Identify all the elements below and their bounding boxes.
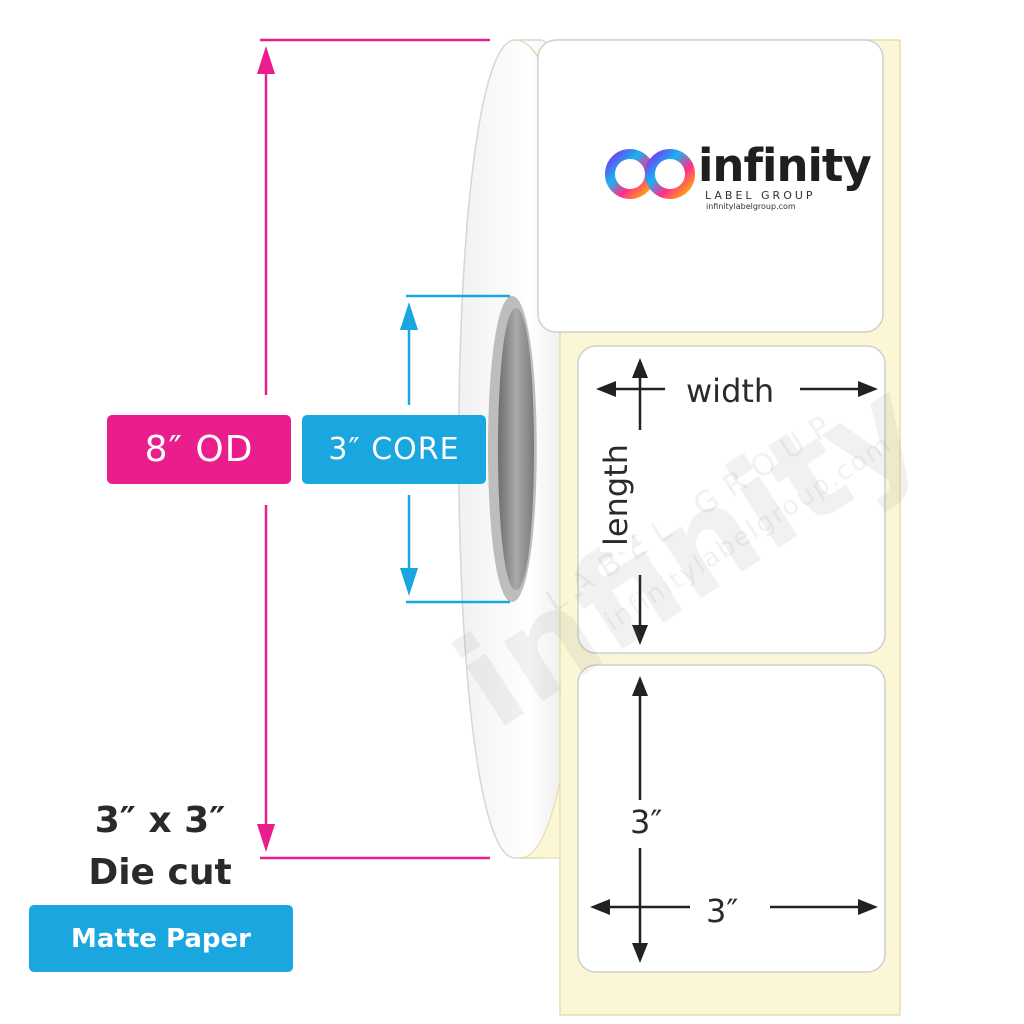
core-badge: 3″ CORE — [302, 415, 486, 484]
width-arrow-left — [596, 381, 616, 397]
bottom-length-arrow-up — [632, 676, 648, 696]
length-arrow-down — [632, 625, 648, 645]
die-cut-text: Die cut — [88, 852, 232, 893]
core-dimension — [400, 294, 510, 604]
od-dimension — [257, 38, 490, 860]
length-arrow-up — [632, 358, 648, 378]
label-size-text: 3″ x 3″ — [94, 800, 226, 841]
core-arrow-down — [400, 568, 418, 596]
width-label: width — [680, 375, 781, 407]
logo-url: infinitylabelgroup.com — [706, 202, 796, 211]
material-badge: Matte Paper — [29, 905, 293, 972]
roll-core — [498, 308, 534, 590]
logo-subtitle: LABEL GROUP — [705, 189, 816, 202]
od-arrow-up — [257, 46, 275, 74]
length-label: length — [597, 438, 635, 552]
od-badge: 8″ OD — [107, 415, 291, 484]
width-arrow-right — [858, 381, 878, 397]
length-value: 3″ — [624, 806, 669, 838]
logo-wordmark: infinity — [698, 139, 872, 192]
od-arrow-down — [257, 824, 275, 852]
label-top — [537, 39, 884, 333]
width-value: 3″ — [700, 895, 745, 927]
bottom-width-arrow-right — [858, 899, 878, 915]
label-middle — [577, 345, 886, 654]
core-arrow-up — [400, 302, 418, 330]
bottom-label-dimensions — [590, 676, 878, 963]
bottom-length-arrow-down — [632, 943, 648, 963]
infinity-loop-icon — [605, 149, 695, 199]
label-bottom — [577, 664, 886, 973]
middle-label-dimensions — [596, 358, 878, 645]
bottom-width-arrow-left — [590, 899, 610, 915]
